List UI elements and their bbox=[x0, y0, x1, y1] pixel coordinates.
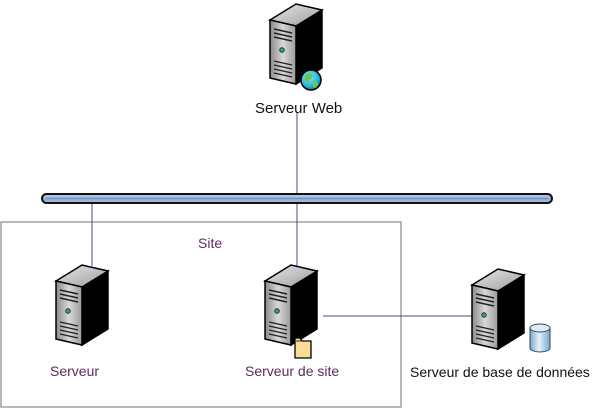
globe-icon bbox=[300, 69, 322, 91]
server-node[interactable] bbox=[55, 264, 109, 346]
web-server-node[interactable] bbox=[269, 3, 323, 91]
network-bus bbox=[41, 193, 553, 204]
web-server-label: Serveur Web bbox=[255, 100, 343, 117]
server-icon bbox=[55, 264, 109, 346]
site-server-node[interactable] bbox=[264, 264, 318, 359]
database-icon bbox=[529, 323, 551, 353]
site-server-label: Serveur de site bbox=[245, 363, 340, 379]
site-group-box bbox=[0, 221, 402, 408]
db-server-node[interactable] bbox=[471, 268, 551, 353]
server-icon bbox=[471, 268, 525, 350]
document-icon bbox=[294, 337, 312, 359]
db-server-label: Serveur de base de données bbox=[410, 364, 590, 380]
server-label: Serveur bbox=[50, 363, 100, 379]
server-icon bbox=[264, 264, 318, 346]
site-group-label: Site bbox=[198, 235, 223, 251]
